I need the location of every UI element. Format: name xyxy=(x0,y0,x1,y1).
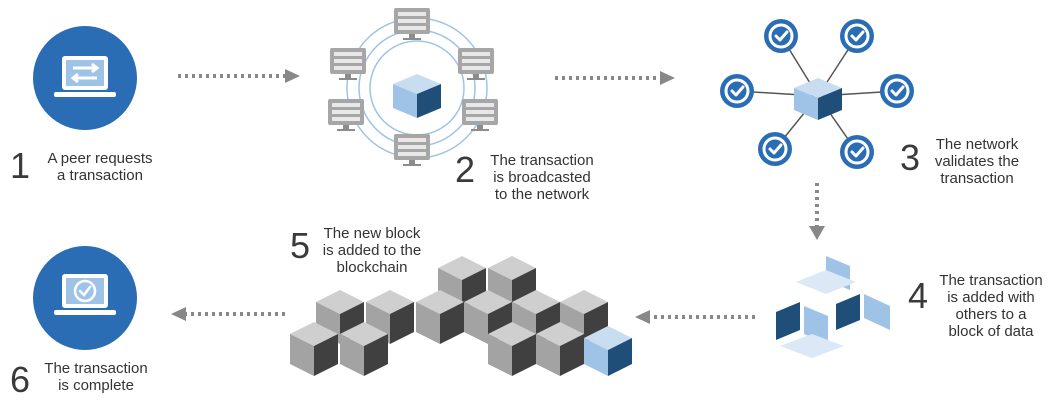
step-5-line-1: The new block xyxy=(323,225,421,242)
blockchain-cubes-icon xyxy=(290,256,632,376)
step-2-number: 2 xyxy=(455,149,476,190)
arrow-step4-to-step5 xyxy=(635,310,755,324)
step-1-label: A peer requests a transaction xyxy=(40,150,160,184)
step-2-label: The transaction is broadcasted to the ne… xyxy=(482,152,602,203)
step-5-label: The new block is added to the blockchain xyxy=(312,225,432,276)
step-2-line-3: to the network xyxy=(494,186,590,203)
step-6-number: 6 xyxy=(10,359,31,400)
step-4-line-1: The transaction xyxy=(939,272,1043,289)
step-4-number: 4 xyxy=(908,275,929,316)
arrow-step5-to-step6 xyxy=(171,307,285,321)
step-2-line-1: The transaction xyxy=(490,152,594,169)
step-3-line-1: The network xyxy=(935,136,1019,153)
step-1-number: 1 xyxy=(10,145,31,186)
arrow-step1-to-step2 xyxy=(178,69,300,83)
step-1-line-2: a transaction xyxy=(57,167,143,184)
step-1-line-1: A peer requests xyxy=(47,150,153,167)
server-network-icon xyxy=(328,8,498,166)
arrow-step2-to-step3 xyxy=(555,71,675,85)
step-5-line-2: is added to the xyxy=(322,242,422,259)
step-4-line-2: is added with xyxy=(947,289,1035,306)
step-2-line-2: is broadcasted xyxy=(493,169,591,186)
step-4-line-4: block of data xyxy=(948,323,1034,340)
step-3-number: 3 xyxy=(900,137,921,178)
step-5-number: 5 xyxy=(290,225,311,266)
step-4-label: The transaction is added with others to … xyxy=(932,272,1050,340)
data-block-icon xyxy=(776,256,890,358)
step-3-line-2: validates the xyxy=(934,153,1020,170)
step-5-line-3: blockchain xyxy=(336,259,408,276)
step-6-line-2: is complete xyxy=(58,377,134,394)
step-6-label: The transaction is complete xyxy=(36,360,156,394)
arrow-step3-to-step4 xyxy=(809,183,825,240)
laptop-transfer-icon xyxy=(33,26,137,130)
validation-network-icon xyxy=(718,17,916,171)
step-4-line-3: others to a xyxy=(955,306,1027,323)
laptop-check-icon xyxy=(33,246,137,350)
step-6-line-1: The transaction xyxy=(44,360,148,377)
step-3-line-3: transaction xyxy=(940,170,1014,187)
step-3-label: The network validates the transaction xyxy=(922,136,1032,187)
